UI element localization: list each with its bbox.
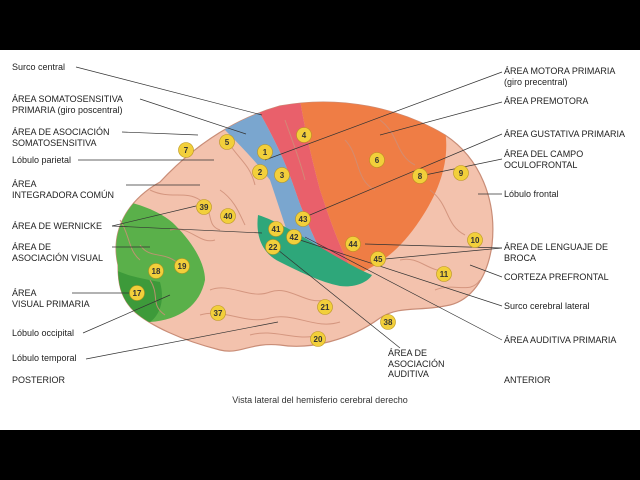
label-area-visual-primaria: ÁREA VISUAL PRIMARIA bbox=[12, 288, 90, 309]
label-anterior: ANTERIOR bbox=[504, 375, 551, 385]
label-area-premotora: ÁREA PREMOTORA bbox=[504, 96, 589, 106]
label-corteza-prefrontal: CORTEZA PREFRONTAL bbox=[504, 272, 609, 282]
brodmann-label-40: 40 bbox=[224, 212, 233, 221]
brodmann-label-1: 1 bbox=[263, 148, 268, 157]
brodmann-label-5: 5 bbox=[225, 138, 230, 147]
label-area-asociacion-auditiva: ÁREA DE ASOCIACIÓN AUDITIVA bbox=[388, 348, 445, 379]
label-area-campo-ocular: ÁREA DEL CAMPO OCULOFRONTAL bbox=[504, 149, 584, 170]
brodmann-label-2: 2 bbox=[258, 168, 263, 177]
brodmann-badge-6 bbox=[369, 152, 385, 168]
brodmann-label-38: 38 bbox=[384, 318, 393, 327]
brodmann-label-45: 45 bbox=[374, 255, 383, 264]
label-lobulo-temporal: Lóbulo temporal bbox=[12, 353, 77, 363]
motor-region bbox=[255, 102, 355, 282]
label-area-integradora: ÁREA INTEGRADORA COMÚN bbox=[12, 179, 115, 200]
brodmann-badge-44 bbox=[345, 236, 361, 252]
brodmann-label-10: 10 bbox=[471, 236, 480, 245]
brodmann-badge-41 bbox=[268, 221, 284, 237]
brodmann-badge-19 bbox=[174, 258, 190, 274]
brodmann-label-22: 22 bbox=[269, 243, 278, 252]
brodmann-label-44: 44 bbox=[349, 240, 358, 249]
brodmann-label-9: 9 bbox=[459, 169, 464, 178]
label-posterior: POSTERIOR bbox=[12, 375, 66, 385]
label-lobulo-occipital: Lóbulo occipital bbox=[12, 328, 75, 338]
brodmann-badge-17 bbox=[129, 285, 145, 301]
brodmann-badge-42 bbox=[286, 229, 302, 245]
label-surco-central: Surco central bbox=[12, 62, 66, 72]
brodmann-label-11: 11 bbox=[440, 270, 449, 279]
brodmann-badge-3 bbox=[274, 167, 290, 183]
label-area-wernicke: ÁREA DE WERNICKE bbox=[12, 221, 103, 231]
brodmann-badge-8 bbox=[412, 168, 428, 184]
label-lobulo-frontal: Lóbulo frontal bbox=[504, 189, 559, 199]
label-lobulo-parietal: Lóbulo parietal bbox=[12, 155, 72, 165]
brodmann-badge-4 bbox=[296, 127, 312, 143]
brodmann-label-7: 7 bbox=[184, 146, 189, 155]
brodmann-label-20: 20 bbox=[314, 335, 323, 344]
label-area-gustativa: ÁREA GUSTATIVA PRIMARIA bbox=[504, 129, 626, 139]
brodmann-label-43: 43 bbox=[299, 215, 308, 224]
brodmann-badge-11 bbox=[436, 266, 452, 282]
brodmann-label-3: 3 bbox=[280, 171, 285, 180]
brodmann-badge-39 bbox=[196, 199, 212, 215]
brodmann-label-41: 41 bbox=[272, 225, 281, 234]
brodmann-badge-2 bbox=[252, 164, 268, 180]
brodmann-badge-43 bbox=[295, 211, 311, 227]
premotor-region bbox=[300, 102, 447, 275]
gyri-lines bbox=[119, 119, 481, 338]
somatosensory-region bbox=[215, 105, 335, 282]
label-area-somatosensitiva: ÁREA SOMATOSENSITIVA PRIMARIA (giro posc… bbox=[12, 94, 124, 115]
brodmann-badge-22 bbox=[265, 239, 281, 255]
label-area-asociacion-somatosensitiva: ÁREA DE ASOCIACIÓN SOMATOSENSITIVA bbox=[12, 127, 110, 148]
brodmann-badge-1 bbox=[257, 144, 273, 160]
figure-caption: Vista lateral del hemisferio cerebral de… bbox=[232, 395, 408, 405]
auditory-region bbox=[257, 215, 372, 287]
brodmann-badge-7 bbox=[178, 142, 194, 158]
brodmann-label-6: 6 bbox=[375, 156, 380, 165]
brodmann-badge-18 bbox=[148, 263, 164, 279]
label-surco-lateral: Surco cerebral lateral bbox=[504, 301, 590, 311]
brodmann-label-19: 19 bbox=[178, 262, 187, 271]
brodmann-label-37: 37 bbox=[214, 309, 223, 318]
brodmann-badge-38 bbox=[380, 314, 396, 330]
leader-lines bbox=[72, 66, 503, 360]
brodmann-badge-20 bbox=[310, 331, 326, 347]
brodmann-badge-5 bbox=[219, 134, 235, 150]
brodmann-label-42: 42 bbox=[290, 233, 299, 242]
brodmann-label-17: 17 bbox=[133, 289, 142, 298]
brodmann-label-8: 8 bbox=[418, 172, 423, 181]
brodmann-badge-9 bbox=[453, 165, 469, 181]
brodmann-badge-40 bbox=[220, 208, 236, 224]
brodmann-badge-21 bbox=[317, 299, 333, 315]
brodmann-badge-45 bbox=[370, 251, 386, 267]
label-area-motora: ÁREA MOTORA PRIMARIA (giro precentral) bbox=[504, 66, 616, 87]
label-area-broca: ÁREA DE LENGUAJE DE BROCA bbox=[504, 242, 609, 263]
label-area-asociacion-visual: ÁREA DE ASOCIACIÓN VISUAL bbox=[12, 242, 104, 263]
brodmann-badge-37 bbox=[210, 305, 226, 321]
brodmann-label-18: 18 bbox=[152, 267, 161, 276]
brodmann-label-21: 21 bbox=[321, 303, 330, 312]
brodmann-label-39: 39 bbox=[200, 203, 209, 212]
label-area-auditiva-primaria: ÁREA AUDITIVA PRIMARIA bbox=[504, 335, 617, 345]
brodmann-badge-10 bbox=[467, 232, 483, 248]
brodmann-label-4: 4 bbox=[302, 131, 307, 140]
